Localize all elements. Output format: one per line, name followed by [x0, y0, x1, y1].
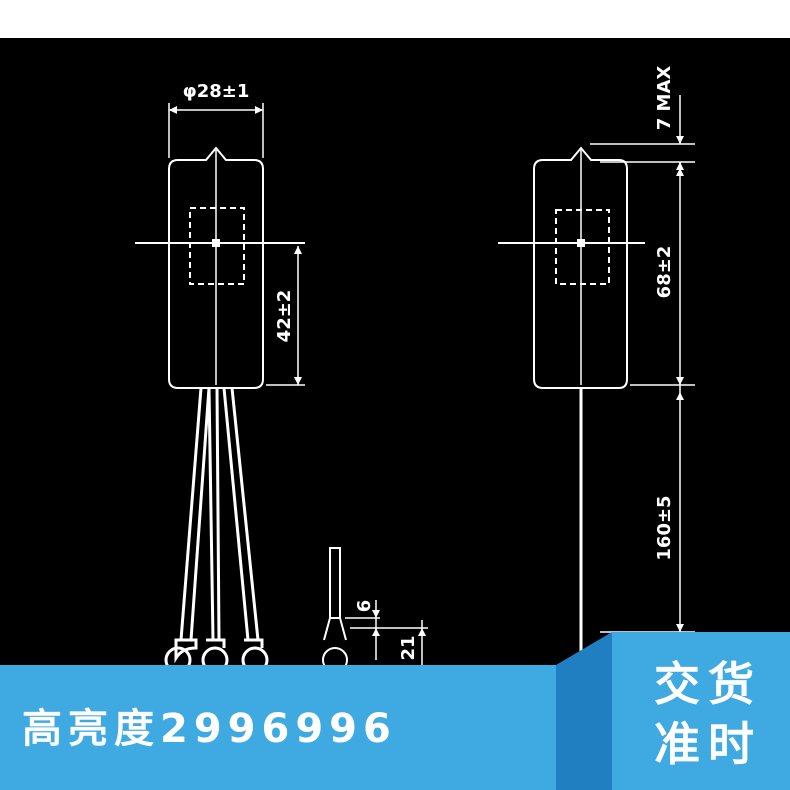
leads-front	[179, 387, 260, 641]
dim-6-label: 6	[354, 600, 375, 613]
banner-right-line2: 准时	[654, 717, 762, 771]
lamp-body-front	[168, 146, 264, 389]
top-margin	[0, 0, 790, 38]
dim-7max-label: 7 MAX	[654, 66, 675, 131]
diameter-label: φ28±1	[183, 81, 250, 102]
dim-68-label: 68±2	[654, 246, 675, 299]
lamp-body-side	[533, 146, 628, 389]
filament-box	[189, 207, 245, 285]
dim-42-label: 42±2	[274, 290, 295, 343]
filament-center	[212, 239, 220, 247]
banner-slogan: 高亮度2996996	[22, 706, 397, 752]
banner-dark-shape	[556, 632, 612, 790]
banner-right-line1: 交货	[654, 657, 762, 711]
side-view	[498, 95, 695, 660]
filament-box-side	[555, 209, 610, 285]
banner-right	[612, 632, 790, 790]
dim-21-label: 21	[398, 635, 419, 660]
promo-banner: 高亮度2996996 交货 准时	[0, 632, 790, 790]
dim-160-label: 160±5	[654, 495, 675, 560]
banner-left	[0, 665, 556, 790]
